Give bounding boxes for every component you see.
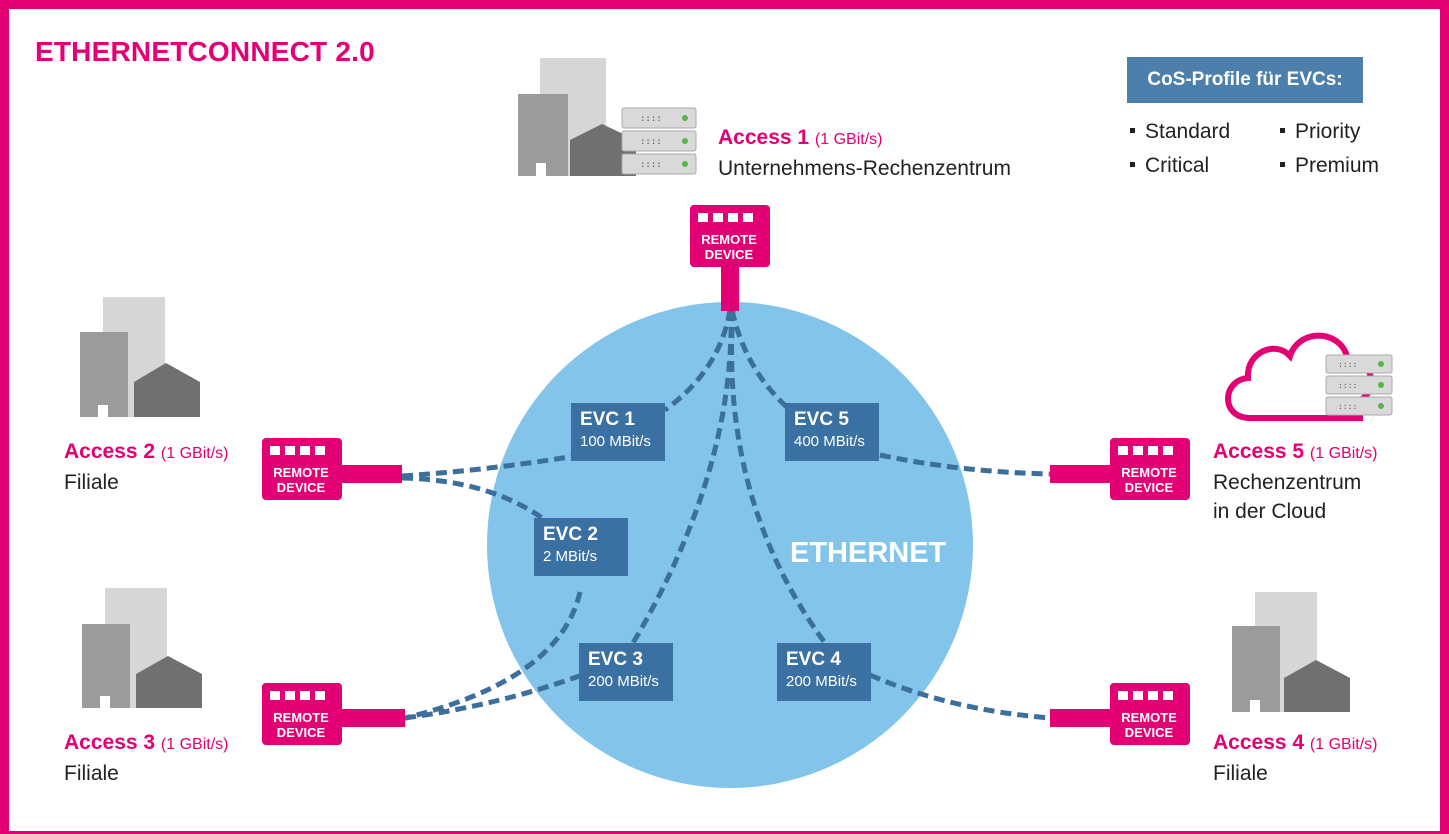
remote-device-label-line: DEVICE [704,247,754,262]
line-evc2-left [401,475,547,523]
cos-profile-item: Premium [1280,154,1379,178]
cloud-server-icon: :::: :::: :::: [1225,332,1393,421]
svg-text:::::: :::: [1338,360,1357,369]
remote-device-label-line: DEVICE [1124,480,1174,495]
evc-4-box: EVC 4 200 MBit/s [777,643,871,701]
remote-device-label-line: REMOTE [1121,710,1177,725]
cos-profile-item: Priority [1280,120,1360,144]
bullet-icon [1280,127,1285,133]
line-evc1-top [663,309,733,413]
branch-building-icon [80,297,200,417]
remote-device-access5-icon [1050,438,1190,500]
remote-device-top-icon [690,205,770,311]
evc-5-box: EVC 5 400 MBit/s [785,403,879,461]
line-evc3-left [404,672,583,721]
line-evc5-right [879,452,1051,477]
cos-profile-label: Critical [1145,154,1210,177]
access-name: Access 4 [1213,731,1305,754]
datacenter-building-icon: :::: :::: :::: [518,58,697,176]
remote-device-label-line: DEVICE [276,480,326,495]
remote-device-label-line: REMOTE [701,232,757,247]
access-speed: (1 GBit/s) [1309,445,1378,462]
line-evc2-down [404,591,583,721]
evc-name: EVC 2 [543,524,598,545]
access-name: Access 5 [1213,440,1305,463]
branch-building-icon [1232,592,1350,712]
access-speed: (1 GBit/s) [1309,736,1378,753]
cos-profile-label: Standard [1145,120,1231,143]
line-evc1-left [401,453,576,479]
evc-connections [401,309,1051,721]
access-description: Rechenzentrum [1213,471,1362,494]
cos-profile-label: Premium [1295,154,1380,177]
remote-device-label-line: DEVICE [1124,725,1174,740]
svg-text:::::: :::: [640,114,662,124]
bullet-icon [1130,161,1135,167]
evc-rate: 200 MBit/s [786,673,857,690]
cos-profile-item: Critical [1130,154,1209,178]
cos-profile-item: Standard [1130,120,1230,144]
evc-2-box: EVC 2 2 MBit/s [534,518,628,576]
access-2-label: Access 2 (1 GBit/s) Filiale [64,437,228,497]
remote-device-access3-icon [262,683,405,745]
access-4-label: Access 4 (1 GBit/s) Filiale [1213,728,1377,788]
access-description: Unternehmens-Rechenzentrum [718,157,1011,180]
access-description: Filiale [64,471,119,494]
line-evc5-top [729,309,792,412]
evc-name: EVC 3 [588,649,643,670]
branch-building-icon [82,588,202,708]
svg-text:::::: :::: [640,160,662,170]
cos-profile-header: CoS-Profile für EVCs: [1127,57,1363,103]
line-evc4-right [868,672,1051,721]
remote-device-access4-icon [1050,683,1190,745]
ethernet-label: ETHERNET [790,537,947,569]
access-1-label: Access 1 (1 GBit/s) Unternehmens-Rechenz… [718,123,1011,183]
access-5-label: Access 5 (1 GBit/s) Rechenzentrum in der… [1213,437,1377,526]
svg-text:::::: :::: [1338,402,1357,411]
remote-device-label-line: REMOTE [273,710,329,725]
svg-text:::::: :::: [1338,381,1357,390]
access-description: in der Cloud [1213,500,1327,523]
evc-rate: 100 MBit/s [580,433,651,450]
evc-name: EVC 5 [794,409,849,430]
remote-device-label-line: REMOTE [1121,465,1177,480]
access-speed: (1 GBit/s) [160,736,229,753]
access-name: Access 3 [64,731,156,754]
access-speed: (1 GBit/s) [814,131,883,148]
evc-rate: 2 MBit/s [543,548,598,565]
bullet-icon [1130,127,1135,133]
cos-profile-label: Priority [1295,120,1361,143]
access-name: Access 2 [64,440,156,463]
access-speed: (1 GBit/s) [160,445,229,462]
access-3-label: Access 3 (1 GBit/s) Filiale [64,728,228,788]
evc-name: EVC 1 [580,409,635,430]
line-evc4-top [729,309,828,645]
access-description: Filiale [64,762,119,785]
access-description: Filiale [1213,762,1268,785]
evc-name: EVC 4 [786,649,841,670]
evc-rate: 200 MBit/s [588,673,659,690]
remote-device-access2-icon [262,438,402,500]
evc-3-box: EVC 3 200 MBit/s [579,643,673,701]
evc-rate: 400 MBit/s [794,433,865,450]
evc-1-box: EVC 1 100 MBit/s [571,403,665,461]
remote-device-label-line: DEVICE [276,725,326,740]
svg-text:::::: :::: [640,137,662,147]
access-name: Access 1 [718,126,810,149]
remote-device-label-line: REMOTE [273,465,329,480]
page-title: ETHERNETCONNECT 2.0 [35,36,375,67]
bullet-icon [1280,161,1285,167]
